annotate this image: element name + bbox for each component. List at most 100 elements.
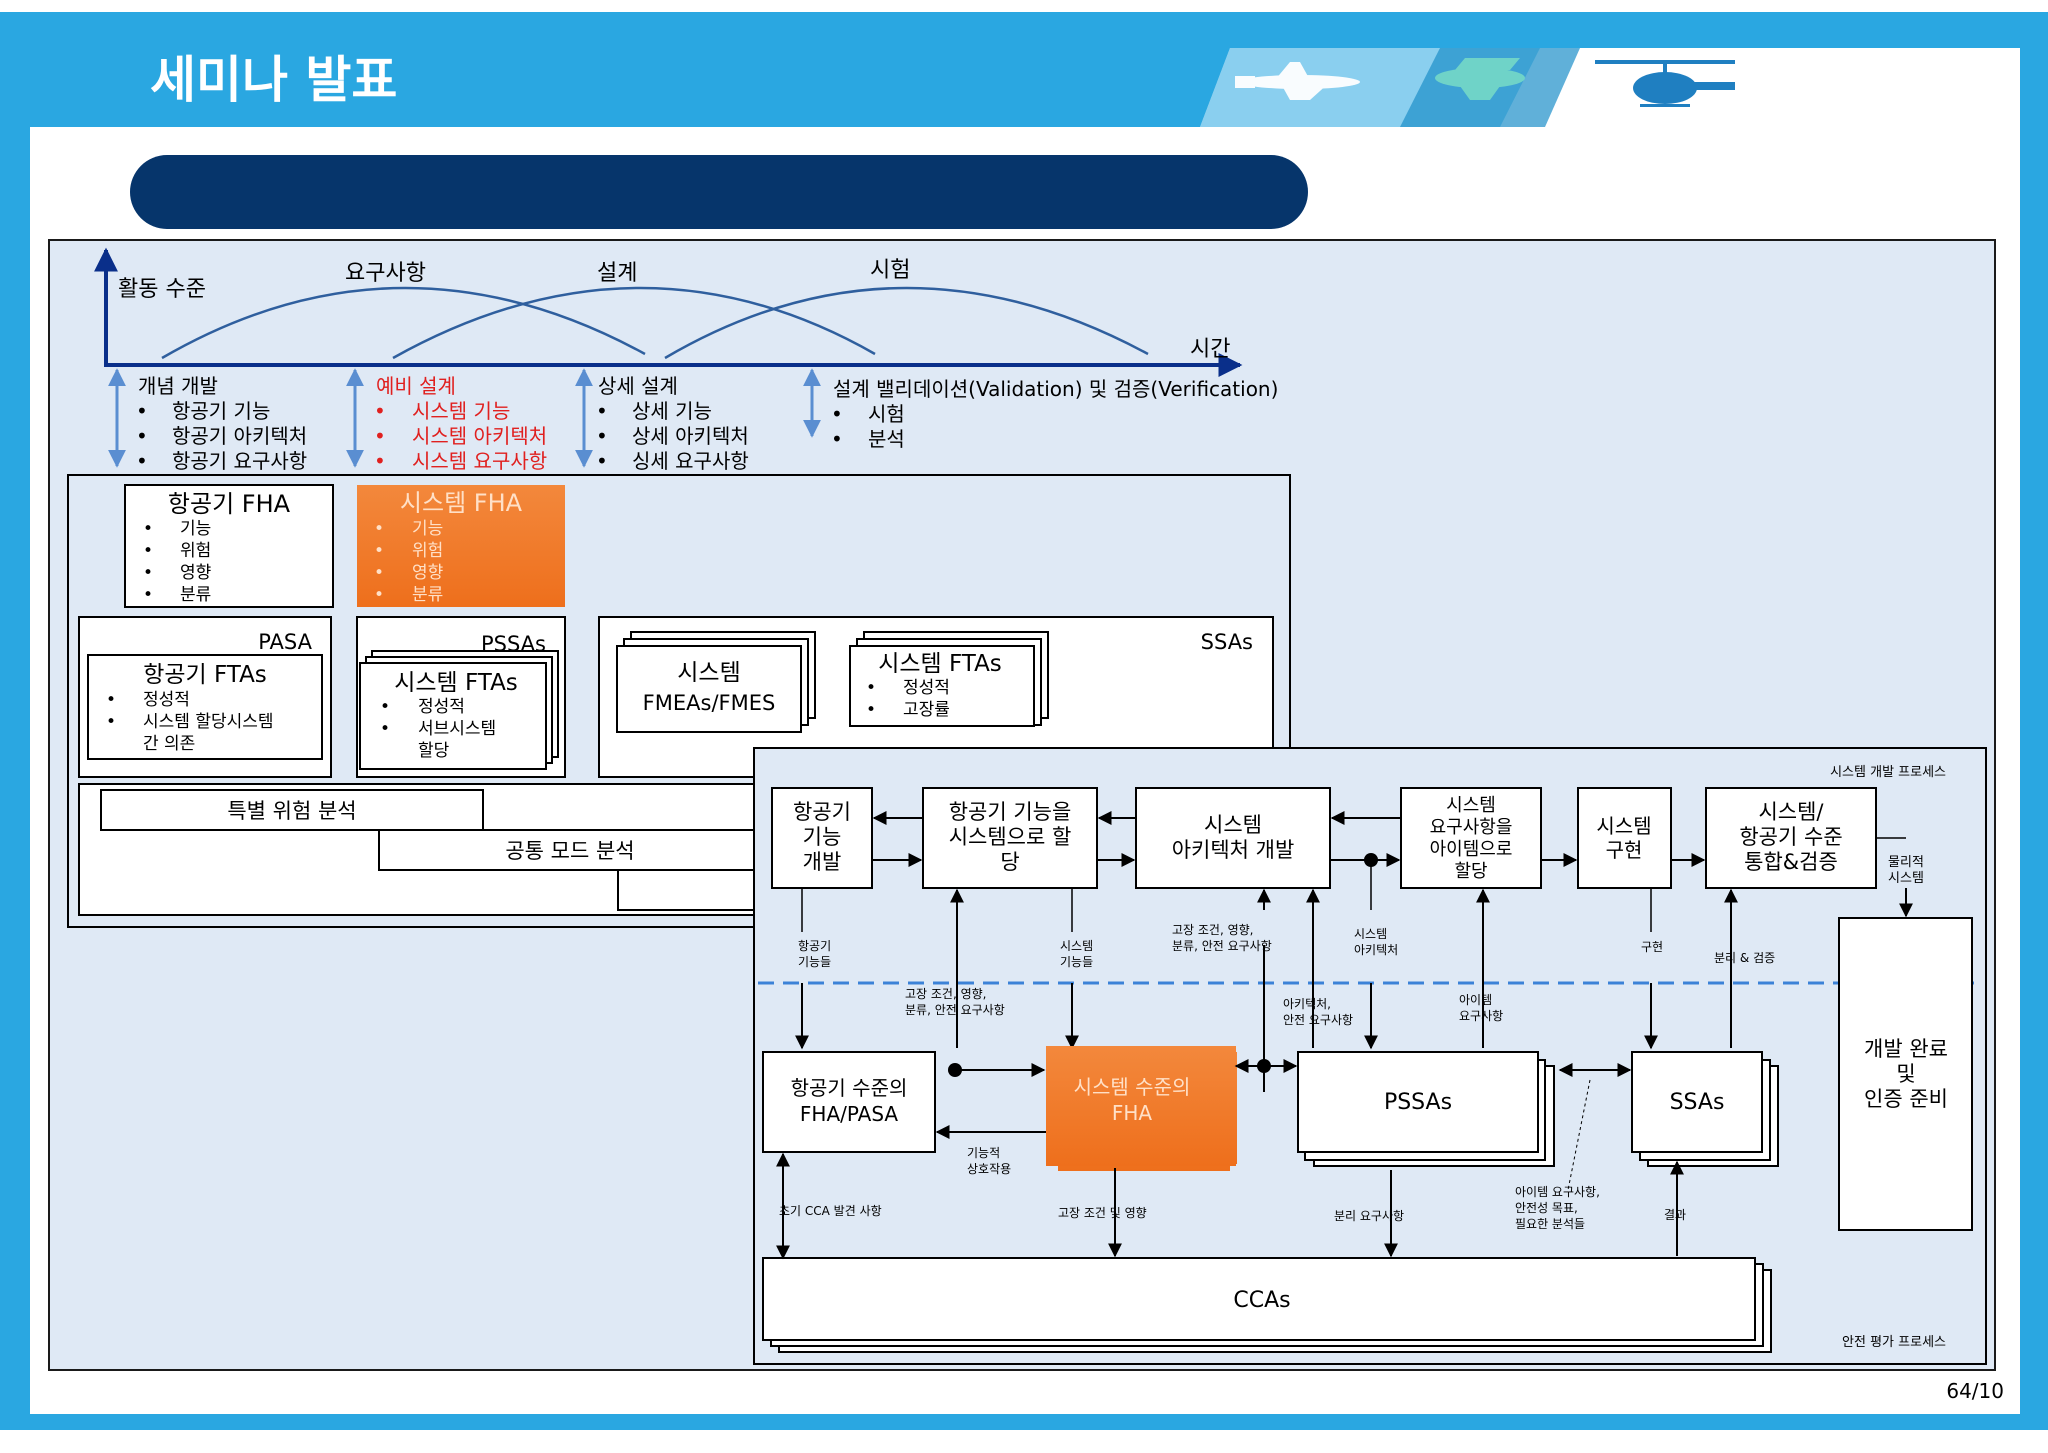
svg-text:시스템 아키텍처: 시스템 아키텍처 (412, 424, 547, 448)
aircraft-fha-box (124, 484, 334, 608)
page-title: 세미나 발표 (150, 51, 397, 109)
vertical-links (795, 860, 1738, 1092)
svg-text:기능: 기능 (180, 519, 211, 539)
helicopter-icon (1595, 60, 1735, 107)
section-banner (130, 155, 1308, 229)
svg-text:기능: 기능 (412, 519, 443, 539)
system-fha-box (357, 485, 565, 607)
svg-text:시스템: 시스템 (1204, 813, 1262, 837)
phase-detailed: 상세 설계 •상세 기능 •상세 아키텍처 •싱세 요구사항 (596, 374, 749, 473)
ssas-left-label: SSAs (1201, 630, 1253, 654)
label-separation-req: 분리 요구사항 (1334, 1209, 1404, 1223)
svg-text:상세 기능: 상세 기능 (632, 399, 712, 423)
label-item-req-safety: 아이템 요구사항, (1515, 1185, 1600, 1199)
y-axis-label: 활동 수준 (118, 277, 206, 302)
svg-text:필요한 분석들: 필요한 분석들 (1515, 1217, 1585, 1231)
svg-text:영향: 영향 (412, 563, 443, 583)
svg-text:•: • (143, 541, 153, 561)
phase-concept: 개념 개발 •항공기 기능 •항공기 아키텍처 •항공기 요구사항 (136, 374, 307, 473)
dev-process-label: 시스템 개발 프로세스 (1830, 765, 1946, 780)
svg-text:시험: 시험 (868, 402, 905, 426)
svg-text:•: • (831, 402, 843, 426)
svg-text:•: • (866, 678, 876, 698)
svg-text:아키텍처 개발: 아키텍처 개발 (1172, 838, 1295, 862)
svg-text:•: • (374, 424, 386, 448)
svg-text:설계 밸리데이션(Validation) 및 검증(Veri: 설계 밸리데이션(Validation) 및 검증(Verification) (833, 377, 1278, 401)
svg-text:항공기 기능: 항공기 기능 (172, 399, 270, 423)
svg-text:서브시스템: 서브시스템 (418, 719, 496, 739)
label-system-arch: 시스템 (1354, 927, 1387, 941)
svg-text:•: • (831, 427, 843, 451)
curve-label-test: 시험 (870, 258, 910, 283)
common-mode-label: 공통 모드 분석 (505, 839, 634, 863)
svg-text:•: • (374, 399, 386, 423)
aircraft-ftas-box (87, 654, 323, 760)
svg-text:•: • (596, 449, 608, 473)
svg-text:•: • (374, 541, 384, 561)
svg-text:상호작용: 상호작용 (967, 1162, 1011, 1176)
svg-text:당: 당 (1000, 850, 1019, 874)
svg-text:•: • (866, 700, 876, 720)
airplane-icon (1235, 62, 1360, 100)
svg-text:정성적: 정성적 (143, 690, 190, 710)
svg-text:할당: 할당 (1454, 861, 1487, 882)
aircraft-fha-list: •기능 •위험 •영향 •분류 (143, 519, 211, 605)
system-fha-bottom-line1: 시스템 수준의 (1074, 1075, 1191, 1099)
system-fha-list: •기능 •위험 •영향 •분류 (374, 519, 443, 605)
svg-text:•: • (596, 399, 608, 423)
svg-text:분류: 분류 (180, 585, 211, 605)
x-axis-label: 시간 (1190, 337, 1230, 362)
label-system-functions: 시스템 (1060, 939, 1093, 953)
label-failure-cond-mid: 고장 조건, 영향, (905, 987, 987, 1001)
fmea-box (616, 645, 802, 733)
ssas-bottom-box (1631, 1051, 1763, 1153)
aircraft-fha-pasa-line2: FHA/PASA (800, 1102, 898, 1126)
svg-text:•: • (596, 424, 608, 448)
svg-text:간 의존: 간 의존 (143, 734, 195, 754)
svg-text:상세 설계: 상세 설계 (598, 374, 678, 398)
implementation-box (1577, 787, 1672, 889)
top-process-boxes: 항공기 기능 개발 항공기 기능을 시스템으로 할 당 시스템 아키텍처 개발 … (771, 787, 1877, 889)
junction-dot (1257, 1059, 1271, 1073)
svg-text:시스템 기능: 시스템 기능 (412, 399, 510, 423)
common-mode-box (378, 829, 762, 871)
label-early-cca: 초기 CCA 발견 사항 (779, 1204, 882, 1218)
svg-text:분류: 분류 (412, 585, 443, 605)
aircraft-ftas-title: 항공기 FTAs (143, 662, 267, 688)
svg-text:시스템 요구사항: 시스템 요구사항 (412, 449, 547, 473)
svg-text:기능: 기능 (803, 825, 842, 849)
completion-box (1838, 917, 1973, 1231)
svg-text:구현: 구현 (1606, 838, 1643, 862)
aircraft-fha-title: 항공기 FHA (168, 490, 291, 518)
svg-text:상세 아키텍처: 상세 아키텍처 (632, 424, 749, 448)
aircraft-fha-pasa-line1: 항공기 수준의 (791, 1076, 908, 1100)
svg-text:분석: 분석 (868, 427, 905, 451)
special-risk-box (100, 789, 484, 831)
special-risk-label: 특별 위험 분석 (227, 799, 356, 823)
cargo-plane-icon (1435, 58, 1525, 100)
svg-text:•: • (136, 449, 148, 473)
svg-text:•: • (374, 519, 384, 539)
svg-text:•: • (143, 563, 153, 583)
system-fha-title: 시스템 FHA (400, 489, 523, 517)
completion-text-1: 개발 완료 (1864, 1037, 1948, 1061)
svg-text:요구사항: 요구사항 (1459, 1009, 1503, 1023)
svg-text:•: • (106, 712, 116, 732)
fmea-title-line2: FMEAs/FMES (643, 691, 776, 715)
svg-text:예비 설계: 예비 설계 (376, 374, 456, 398)
aircraft-fha-pasa-box (762, 1051, 936, 1153)
bottom-arrows (776, 1059, 1684, 1260)
svg-text:분류, 안전 요구사항: 분류, 안전 요구사항 (905, 1003, 1005, 1017)
aircraft-ftas-list: •정성적 • 시스템 할당시스템 간 의존 (106, 690, 274, 754)
fmea-title-line1: 시스템 (677, 660, 740, 686)
svg-text:시스템: 시스템 (1446, 795, 1496, 816)
svg-text:•: • (143, 585, 153, 605)
junction-dot (948, 1063, 962, 1077)
system-ftas-box (359, 662, 547, 770)
completion-text-2: 및 (1896, 1062, 1915, 1086)
label-arch-safety-req: 아키텍처, (1283, 997, 1331, 1011)
svg-text:영향: 영향 (180, 563, 211, 583)
svg-text:정성적: 정성적 (903, 678, 950, 698)
ccas-label: CCAs (1233, 1288, 1290, 1313)
pasa-label: PASA (258, 630, 312, 654)
